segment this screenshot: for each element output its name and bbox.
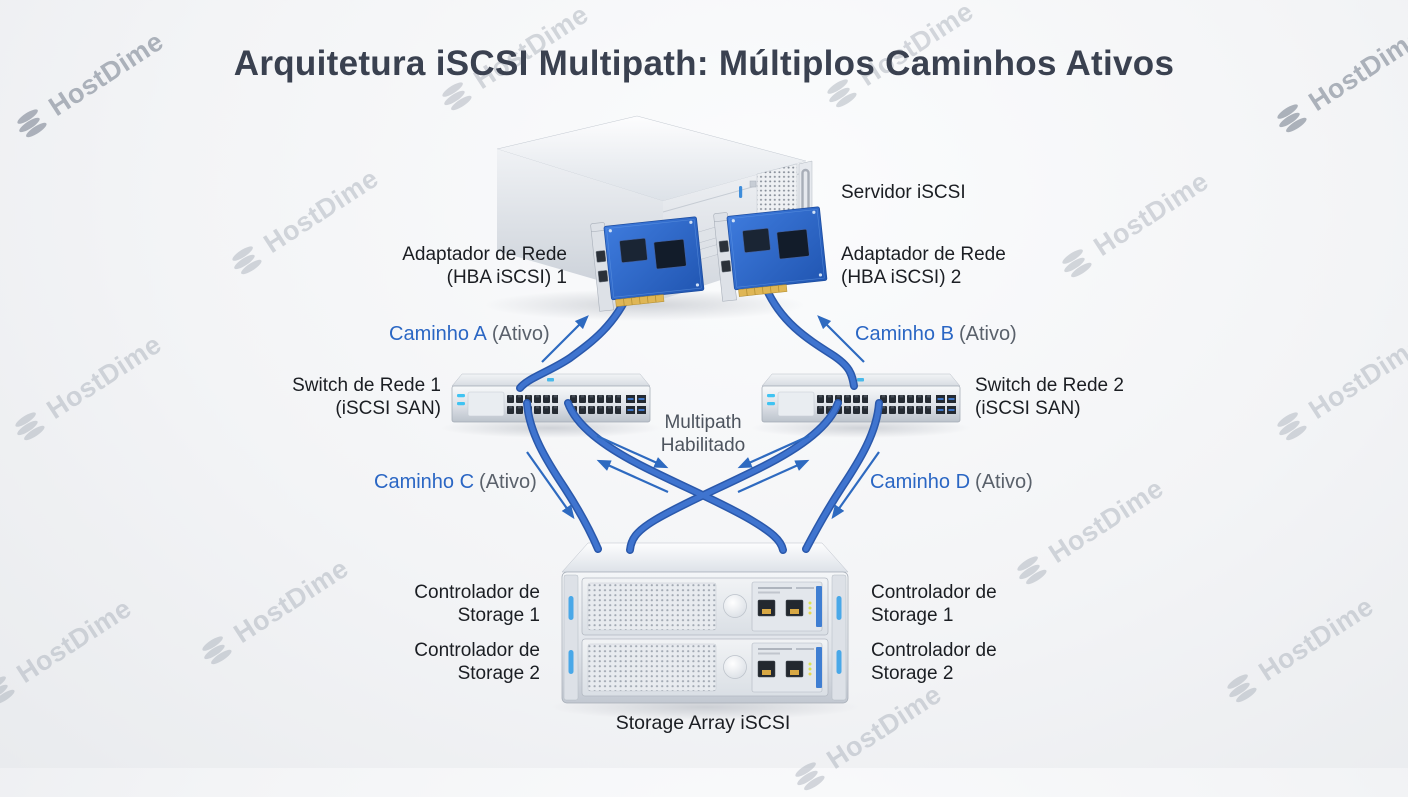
adapter-1-label: Adaptador de Rede (HBA iSCSI) 1 xyxy=(402,244,567,288)
arrow-multipath-left-up xyxy=(596,459,669,494)
storage-handle xyxy=(836,596,842,620)
path-a-status: (Ativo) xyxy=(491,323,550,345)
arrow-path-d xyxy=(831,451,880,520)
adapter-2-label: Adaptador de Rede (HBA iSCSI) 2 xyxy=(841,244,1006,288)
server-label: Servidor iSCSI xyxy=(841,182,966,203)
path-c-status: (Ativo) xyxy=(479,471,537,493)
arrow-path-b xyxy=(817,315,865,363)
storage-handle xyxy=(836,650,842,674)
storage-controller-2-module xyxy=(581,638,829,697)
arrow-multipath-right-up xyxy=(737,459,810,494)
controller-2-right-label: Controlador de Storage 2 xyxy=(871,640,997,684)
storage-handle xyxy=(568,596,574,620)
multipath-note: Multipath Habilitado xyxy=(660,412,746,456)
arrow-path-c xyxy=(526,451,575,520)
server-power-led xyxy=(739,186,743,198)
arrow-multipath-right-down xyxy=(737,434,810,469)
path-b-label: Caminho B(Ativo) xyxy=(855,322,1017,346)
path-a-name: Caminho A xyxy=(389,323,487,345)
network-switch-2 xyxy=(761,373,961,423)
switch-1-label: Switch de Rede 1 (iSCSI SAN) xyxy=(292,375,441,419)
path-c-name: Caminho C xyxy=(374,471,475,493)
hba-card-2 xyxy=(712,202,829,302)
storage-handle xyxy=(568,650,574,674)
arrow-multipath-left-down xyxy=(596,434,669,469)
path-d-label: Caminho D(Ativo) xyxy=(870,470,1033,494)
path-b-name: Caminho B xyxy=(855,323,954,345)
flow-arrows xyxy=(526,315,880,520)
diagram-canvas xyxy=(441,115,971,720)
path-d-status: (Ativo) xyxy=(975,471,1033,493)
controller-2-left-label: Controlador de Storage 2 xyxy=(414,640,540,684)
storage-controller-1-module xyxy=(581,577,829,636)
path-d-name: Caminho D xyxy=(870,471,971,493)
switch-2-label: Switch de Rede 2 (iSCSI SAN) xyxy=(975,375,1124,419)
path-b-status: (Ativo) xyxy=(958,323,1017,345)
controller-1-left-label: Controlador de Storage 1 xyxy=(414,582,540,626)
iscsi-cables xyxy=(516,284,883,554)
path-c-label: Caminho C(Ativo) xyxy=(374,470,537,494)
page-title: Arquitetura iSCSI Multipath: Múltiplos C… xyxy=(233,44,1175,83)
arrow-path-a xyxy=(541,315,589,363)
storage-array-illustration xyxy=(561,542,849,704)
storage-array-label: Storage Array iSCSI xyxy=(615,712,791,734)
network-switch-1 xyxy=(451,373,651,423)
path-a-label: Caminho A(Ativo) xyxy=(389,322,550,346)
controller-1-right-label: Controlador de Storage 1 xyxy=(871,582,997,626)
